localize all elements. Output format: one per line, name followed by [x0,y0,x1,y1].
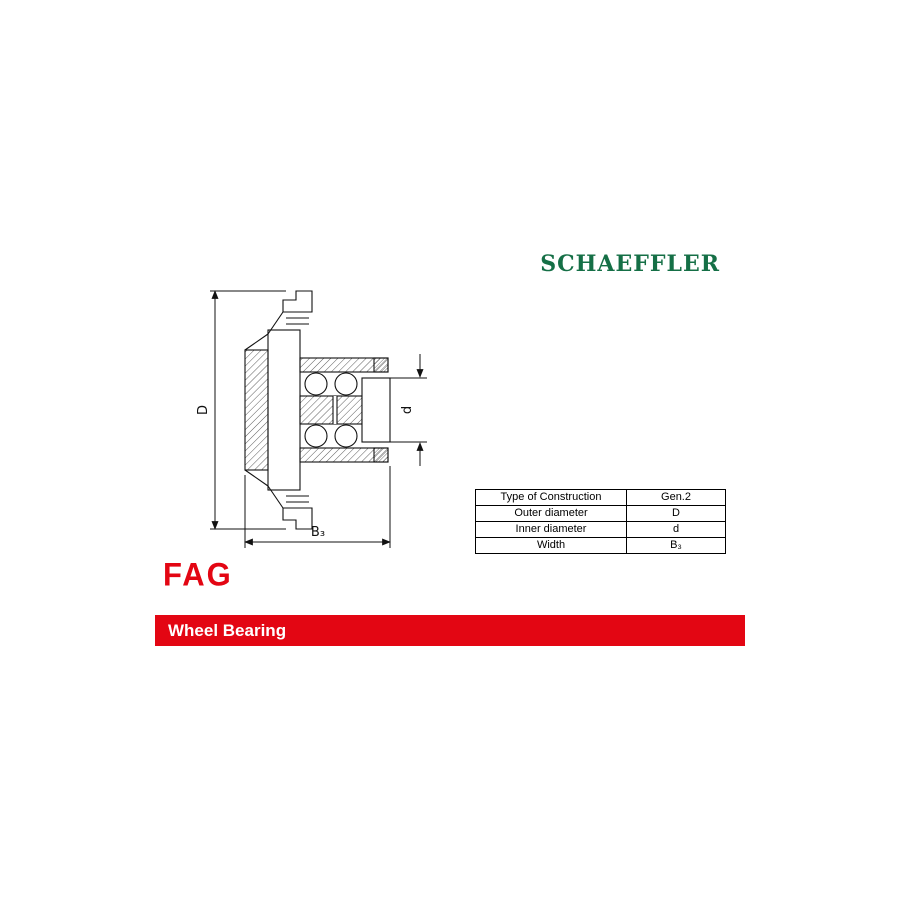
banner: Wheel Bearing [155,615,745,646]
spec-table: Type of Construction Gen.2 Outer diamete… [475,489,726,554]
flange-lug-top [282,290,313,313]
spec-label: Type of Construction [475,489,627,506]
spec-value: D [626,505,726,522]
table-row: Inner diameter d [475,521,726,538]
bearing-section [299,357,391,463]
bearing-ball [304,372,328,396]
table-row: Outer diameter D [475,505,726,522]
spec-value: d [626,521,726,538]
inner-ring [299,395,363,425]
seal-top [373,357,389,373]
seal-bottom [373,447,389,463]
bearing-ball [334,424,358,448]
fag-logo: FAG [163,556,233,593]
inner-ring-bore [361,377,391,443]
spec-label: Outer diameter [475,505,627,522]
hub-barrel [267,329,301,491]
schaeffler-logo: SCHAEFFLER [540,251,720,277]
bearing-ball [334,372,358,396]
banner-title: Wheel Bearing [168,620,287,640]
flange-plate-hatch [244,349,269,471]
flange-lug-bottom [282,507,313,530]
spec-label: Inner diameter [475,521,627,538]
spec-value: Gen.2 [626,489,726,506]
dim-label-outer-diameter: D [196,405,211,415]
dim-label-inner-diameter: d [400,406,415,414]
technical-drawing: D [196,290,427,548]
spec-value: B₃ [626,537,726,554]
spec-label: Width [475,537,627,554]
flange-section [244,290,313,530]
table-row: Width B₃ [475,537,726,554]
bearing-ball [304,424,328,448]
dimension-line-width [244,466,391,548]
dimension-line-inner-diameter [390,354,427,466]
table-row: Type of Construction Gen.2 [475,489,726,506]
dim-label-width: B₃ [311,525,325,540]
dimension-line-outer-diameter [210,290,286,530]
